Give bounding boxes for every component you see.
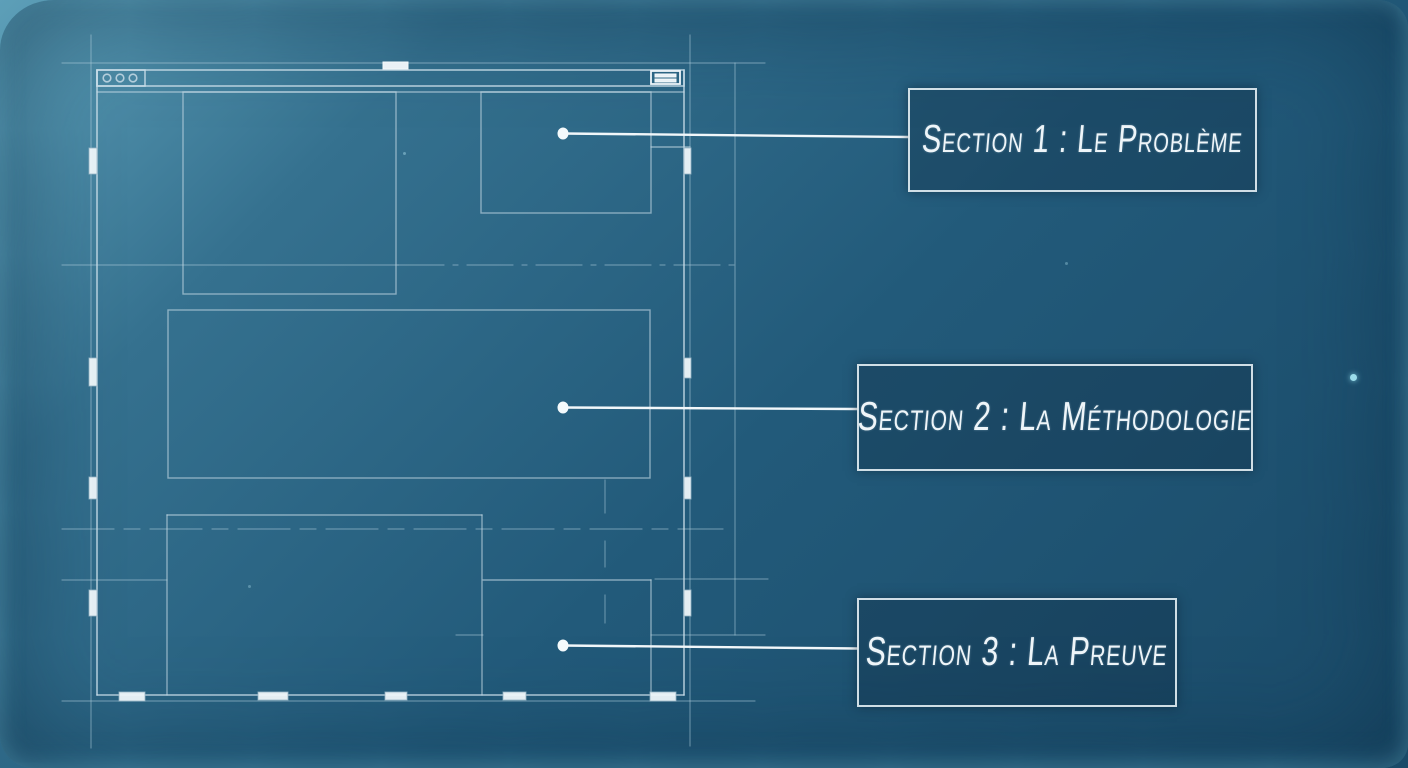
section2-label: Section 2 : La Méthodologie xyxy=(855,394,1255,440)
section2-block xyxy=(167,309,651,479)
edge-ticks xyxy=(88,147,692,702)
section3-side-block xyxy=(482,579,652,696)
section3-leader xyxy=(557,639,859,652)
tab-indicator xyxy=(382,61,409,70)
section2-anchor-dot xyxy=(557,401,569,414)
hamburger-menu-icon xyxy=(650,70,681,85)
section1-leader xyxy=(557,127,910,140)
section3-label-box: Section 3 : La Preuve xyxy=(857,598,1177,707)
dust-speck xyxy=(248,585,251,588)
traffic-lights-icon xyxy=(96,69,146,87)
content-blocks xyxy=(166,91,691,696)
section2-label-box: Section 2 : La Méthodologie xyxy=(855,364,1255,471)
section3-label: Section 3 : La Preuve xyxy=(864,629,1170,675)
section1-label: Section 1 : Le Problème xyxy=(920,117,1245,161)
section3-anchor-dot xyxy=(557,639,569,652)
dust-speck xyxy=(1350,374,1357,381)
section1-block xyxy=(480,91,652,214)
section1-label-box: Section 1 : Le Problème xyxy=(908,88,1257,192)
dust-speck xyxy=(403,152,406,155)
browser-window xyxy=(88,61,692,702)
hero-left-block xyxy=(182,91,397,295)
title-bar xyxy=(96,69,685,93)
section2-leader xyxy=(557,401,859,414)
construction-lines xyxy=(61,34,769,749)
section3-block xyxy=(166,514,483,696)
section1-anchor-dot xyxy=(557,127,569,140)
dust-speck xyxy=(1065,262,1068,265)
